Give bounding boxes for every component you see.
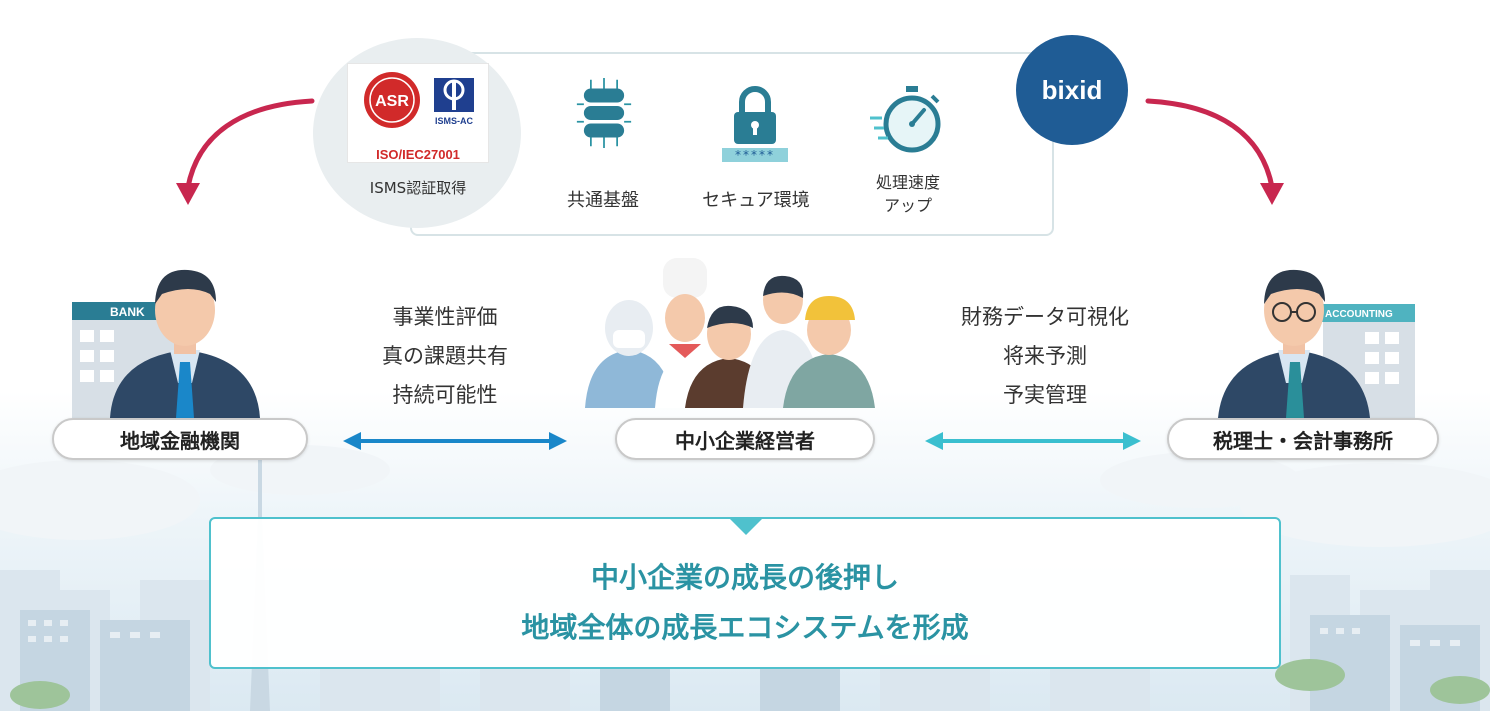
accountant-person-icon [1218, 269, 1370, 418]
svg-text:ACCOUNTING: ACCOUNTING [1325, 309, 1393, 320]
link-left-item: 真の課題共有 [382, 344, 508, 368]
feature-label-secure-environment: セキュア環境 [702, 190, 810, 211]
bixid-logo: bixid [1016, 35, 1128, 145]
link-right-item: 予実管理 [1003, 383, 1087, 407]
stopwatch-icon [870, 86, 941, 153]
link-right-item: 財務データ可視化 [961, 305, 1129, 329]
sme-accountant-link-text: 財務データ可視化 将来予測 予実管理 [920, 298, 1170, 415]
certification-logo: ASR ISMS-AC [347, 63, 489, 163]
svg-text:BANK: BANK [110, 305, 145, 319]
cert-caption: ISO/IEC27001 [376, 147, 460, 162]
database-icon [576, 78, 632, 148]
regional-bank-label: 地域金融機関 [52, 418, 308, 460]
curved-arrow-left [176, 98, 315, 205]
link-right-item: 将来予測 [1003, 344, 1087, 368]
lock-icon [722, 86, 788, 162]
outcome-box [209, 517, 1281, 669]
svg-text:ASR: ASR [375, 93, 409, 110]
outcome-line-1: 中小企業の成長の後押し [590, 561, 899, 594]
asr-isms-seal-icon: ASR ISMS-AC [364, 72, 474, 128]
isms-label: ISMS認証取得 [369, 179, 467, 197]
svg-text:ISMS-AC: ISMS-AC [435, 116, 474, 126]
outcome-pointer-icon [728, 517, 764, 535]
bank-person-icon [110, 269, 260, 418]
link-left-item: 持続可能性 [392, 383, 498, 407]
double-arrow-left [343, 432, 567, 450]
link-left-item: 事業性評価 [392, 305, 498, 329]
business-owners-group-icon [585, 258, 875, 408]
sme-owner-label: 中小企業経営者 [615, 418, 875, 460]
curved-arrow-right [1145, 98, 1284, 205]
bank-sme-link-text: 事業性評価 真の課題共有 持続可能性 [340, 298, 550, 415]
password-mask: ***** [735, 148, 775, 162]
feature-label-speed-line2: アップ [883, 196, 932, 215]
double-arrow-right [925, 432, 1141, 450]
tax-accountant-label: 税理士・会計事務所 [1167, 418, 1439, 460]
feature-label-common-platform: 共通基盤 [567, 190, 639, 211]
outcome-line-2: 地域全体の成長エコシステムを形成 [521, 611, 969, 644]
feature-label-speed-line1: 処理速度 [875, 173, 940, 192]
